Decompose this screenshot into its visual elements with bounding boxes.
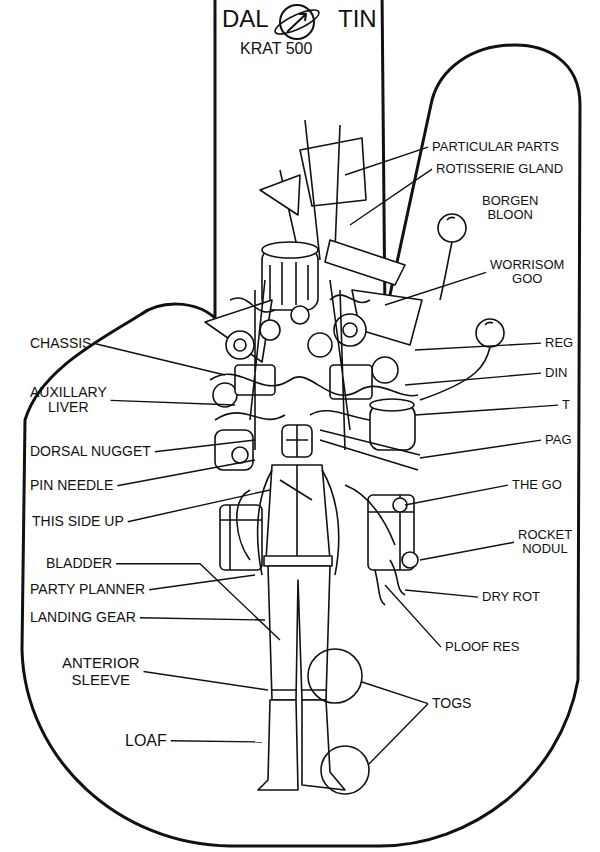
leader-line <box>95 344 225 375</box>
part-label: DORSAL NUGGET <box>30 444 151 459</box>
part-label: LANDING GEAR <box>30 610 136 625</box>
leader-line <box>420 440 541 458</box>
leader-line <box>368 704 428 765</box>
leader-line <box>128 490 270 522</box>
leader-line <box>140 618 265 620</box>
part-label: PIN NEEDLE <box>30 478 113 493</box>
leader-line <box>405 373 541 385</box>
leader-line <box>350 169 432 225</box>
part-label: THE GO <box>512 478 562 492</box>
part-label: BLADDER <box>46 556 112 571</box>
part-label: PLOOF RES <box>445 640 519 654</box>
part-label: REG <box>545 336 573 350</box>
part-label: BORGEN BLOON <box>482 194 538 223</box>
part-label: ROCKET NODUL <box>518 528 572 557</box>
leader-line <box>362 682 428 704</box>
leader-line <box>117 460 255 486</box>
logo <box>272 5 321 39</box>
leader-line <box>415 405 558 415</box>
part-label: AUXILLARY LIVER <box>30 385 107 416</box>
part-label: TIN <box>338 6 377 32</box>
part-label: ANTERIOR SLEEVE <box>62 655 140 688</box>
part-label: DRY ROT <box>482 590 540 604</box>
leader-line <box>385 272 486 305</box>
leader-line <box>420 542 514 560</box>
leader-line <box>415 343 541 350</box>
part-label: PAG <box>545 433 572 447</box>
part-label: DIN <box>545 366 567 380</box>
leader-line <box>405 590 478 597</box>
leader-line <box>149 575 255 590</box>
part-label: WORRISOM GOO <box>490 258 564 287</box>
part-label: THIS SIDE UP <box>32 514 124 529</box>
leader-line <box>111 400 235 405</box>
balloons <box>420 214 504 400</box>
part-label: DAL <box>222 6 269 32</box>
part-label: ROTISSERIE GLAND <box>436 162 563 176</box>
machinery <box>205 120 422 605</box>
leader-line <box>116 564 280 640</box>
part-label: PARTY PLANNER <box>30 582 145 597</box>
leader-line <box>385 585 441 647</box>
part-label: KRAT 500 <box>240 40 312 58</box>
part-label: TOGS <box>432 696 471 711</box>
figure <box>258 425 369 794</box>
leader-line <box>171 741 262 742</box>
part-label: LOAF <box>125 732 167 750</box>
leader-line <box>345 147 428 175</box>
part-label: T <box>562 398 570 412</box>
part-label: CHASSIS <box>30 336 91 351</box>
leader-line <box>144 672 268 691</box>
hand-outline <box>22 0 580 846</box>
leader-line <box>155 440 255 452</box>
leader-line <box>405 485 508 505</box>
part-label: PARTICULAR PARTS <box>432 140 559 154</box>
